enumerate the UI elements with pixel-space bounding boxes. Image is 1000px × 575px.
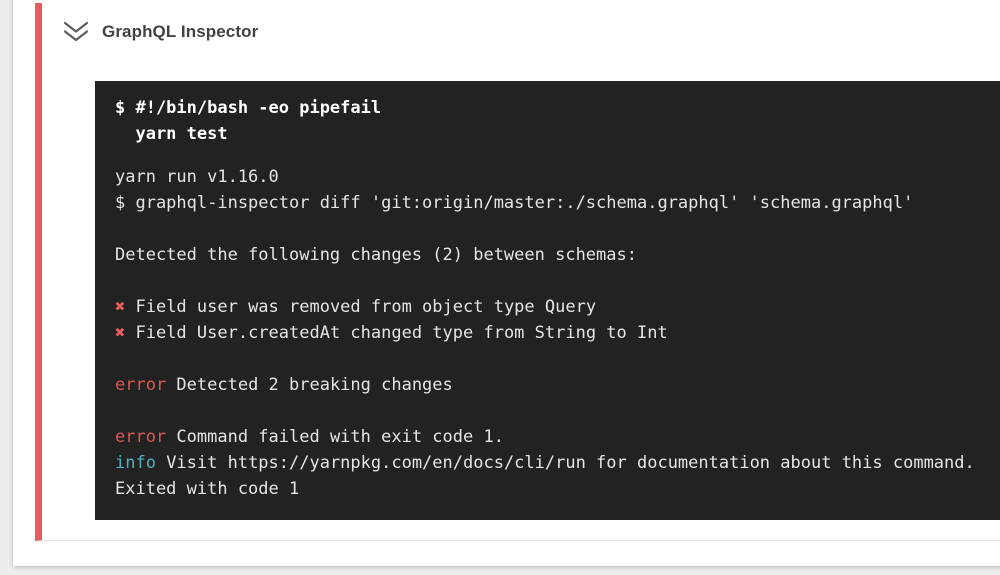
terminal-line: yarn test	[115, 121, 1000, 147]
terminal-line: info Visit https://yarnpkg.com/en/docs/c…	[115, 450, 1000, 476]
terminal-line	[115, 216, 1000, 242]
terminal-line	[115, 346, 1000, 372]
terminal-line: yarn run v1.16.0	[115, 164, 1000, 190]
step-header[interactable]: GraphQL Inspector	[42, 3, 1000, 43]
terminal-text-segment: ✖	[115, 297, 126, 317]
terminal-line: $ graphql-inspector diff 'git:origin/mas…	[115, 190, 1000, 216]
terminal-text-segment: error	[115, 375, 167, 395]
terminal-text-segment: info	[115, 453, 156, 473]
terminal-text-segment: ✖	[115, 323, 126, 343]
build-output-card: GraphQL Inspector $ #!/bin/bash -eo pipe…	[13, 0, 1000, 566]
terminal-line	[115, 398, 1000, 424]
terminal-text-segment: Exited with code 1	[115, 479, 300, 499]
terminal-text-segment: Field User.createdAt changed type from S…	[125, 323, 668, 343]
terminal-text-segment: Detected 2 breaking changes	[166, 375, 453, 395]
terminal-line: $ #!/bin/bash -eo pipefail	[115, 95, 1000, 121]
terminal-output: $ #!/bin/bash -eo pipefail yarn test yarn…	[95, 81, 1000, 520]
terminal-line: Exited with code 1	[115, 476, 1000, 502]
terminal-line: error Detected 2 breaking changes	[115, 372, 1000, 398]
terminal-text-segment: yarn run v1.16.0	[115, 167, 279, 187]
terminal-text-segment: Field user was removed from object type …	[125, 297, 597, 317]
terminal-line: Detected the following changes (2) betwe…	[115, 242, 1000, 268]
terminal-text-segment: error	[115, 427, 167, 447]
terminal-line: error Command failed with exit code 1.	[115, 424, 1000, 450]
terminal-text-segment: yarn test	[115, 124, 228, 144]
collapse-chevron-icon[interactable]	[63, 21, 89, 43]
terminal-text-segment: Visit https://yarnpkg.com/en/docs/cli/ru…	[155, 453, 975, 473]
failed-step-section: GraphQL Inspector $ #!/bin/bash -eo pipe…	[35, 3, 1000, 541]
terminal-text-segment: Command failed with exit code 1.	[166, 427, 504, 447]
step-title: GraphQL Inspector	[102, 22, 259, 41]
terminal-text-segment: Detected the following changes (2) betwe…	[115, 245, 637, 265]
terminal-line: ✖ Field User.createdAt changed type from…	[115, 320, 1000, 346]
terminal-line	[115, 268, 1000, 294]
terminal-text-segment: $ graphql-inspector diff 'git:origin/mas…	[115, 193, 914, 213]
terminal-text-segment: $ #!/bin/bash -eo pipefail	[115, 98, 382, 118]
terminal-line	[115, 147, 1000, 164]
terminal-line: ✖ Field user was removed from object typ…	[115, 294, 1000, 320]
